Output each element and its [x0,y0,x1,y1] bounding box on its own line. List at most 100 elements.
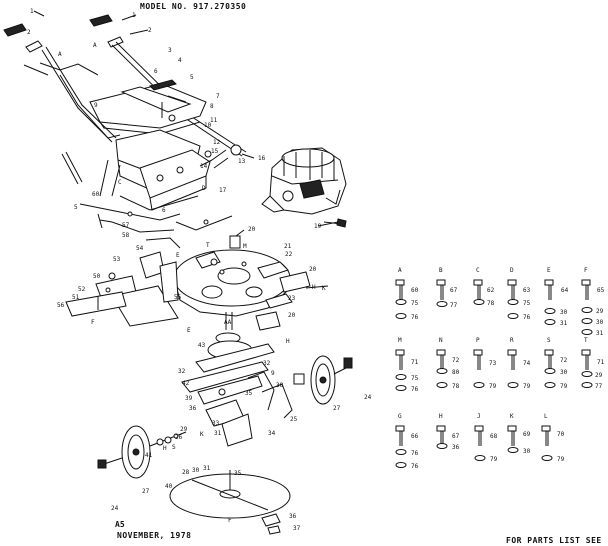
callout-23: 23 [288,295,296,302]
lower-handle [61,129,242,211]
hardware-part-29: 29 [595,372,603,379]
hardware-letter-r: R [510,337,514,344]
hardware-part-31: 31 [596,330,604,337]
callout-6: 6 [154,68,158,75]
hardware-part-71: 71 [411,359,419,366]
callout-5: 5 [190,74,194,81]
hardware-letter-d: D [510,267,514,274]
washer [581,318,593,324]
hardware-letter-j: J [477,413,481,420]
hardware-part-78: 78 [452,383,460,390]
callout-12: 12 [213,139,221,146]
bolt-head [473,279,483,286]
washer [581,371,593,377]
bolt-head [544,349,554,356]
callout-50: 50 [93,273,101,280]
deck-brackets [65,251,179,327]
hardware-part-75: 75 [411,300,419,307]
control-panel [89,79,207,135]
washer [581,382,593,388]
callout-33: 33 [212,420,220,427]
hardware-letter-a: A [398,267,402,274]
callout-F: F [91,319,95,326]
callout-43: 43 [198,342,206,349]
hardware-letter-b: B [439,267,443,274]
callout-4: 4 [178,57,182,64]
hardware-letter-h: H [439,413,443,420]
hardware-part-66: 66 [411,433,419,440]
callout-28: 28 [182,469,190,476]
callout-K: K [200,431,204,438]
hardware-letter-n: N [439,337,443,344]
washer [581,329,593,335]
callout-24: 24 [364,394,372,401]
rear-wheel-right [293,355,353,405]
callout-14: 14 [200,163,208,170]
hardware-part-76: 76 [411,450,419,457]
washer [544,319,556,325]
bolt-head [436,425,446,432]
callout-C: C [118,179,122,186]
callout-58: 58 [122,232,130,239]
bolt-head [581,279,591,286]
callout-AA: AA [224,319,232,326]
washer [544,308,556,314]
washer [507,382,519,388]
parts-list-note: FOR PARTS LIST SEE [506,536,602,545]
callout-11: 11 [210,117,218,124]
washer [541,455,553,461]
callout-E: E [176,252,180,259]
callout-35: 35 [234,470,242,477]
callout-20: 20 [309,266,317,273]
callout-35: 35 [245,390,253,397]
hardware-part-68: 68 [490,433,498,440]
page-number: A5 [115,520,125,529]
callout-32: 32 [178,368,186,375]
hardware-letter-e: E [547,267,551,274]
callout-10: 10 [204,122,212,129]
hardware-part-77: 77 [450,302,458,309]
callout-13: 13 [238,158,246,165]
callout-30: 30 [192,467,200,474]
callout-20: 20 [248,226,256,233]
hardware-part-75: 75 [411,375,419,382]
hardware-part-76: 76 [411,386,419,393]
callout-H: H [163,445,167,452]
hardware-part-69: 69 [523,431,531,438]
bolt-head [395,349,405,356]
callout-38: 38 [276,382,284,389]
washer [474,455,486,461]
callout-27: 27 [142,488,150,495]
hardware-part-62: 62 [487,287,495,294]
callout-34: 34 [268,430,276,437]
washer [436,382,448,388]
bolt-head [507,425,517,432]
washer [395,449,407,455]
bolt-head [541,425,551,432]
hardware-part-79: 79 [557,456,565,463]
washer [395,299,407,305]
print-date: NOVEMBER, 1978 [117,531,192,540]
washer [473,299,485,305]
hardware-part-79: 79 [490,456,498,463]
blade-adapter [181,312,293,447]
callout-42: 42 [182,380,190,387]
hardware-letter-s: S [547,337,551,344]
bolt-head [544,279,554,286]
washer [544,368,556,374]
control-rods [79,195,233,249]
washer [581,307,593,313]
hardware-letter-m: M [398,337,402,344]
hardware-part-31: 31 [560,320,568,327]
callout-1: 1 [132,12,136,19]
hardware-key: A607576B6777C6278D637576E643031F65293031… [395,267,605,470]
hardware-part-76: 76 [411,463,419,470]
hardware-part-30: 30 [560,369,568,376]
hardware-part-77: 77 [595,383,603,390]
callout-2: 2 [148,27,152,34]
callout-26: 26 [175,434,183,441]
callout-21: 21 [284,243,292,250]
hardware-letter-k: K [510,413,514,420]
callout-19: 19 [314,223,322,230]
callout-37: 37 [293,525,301,532]
